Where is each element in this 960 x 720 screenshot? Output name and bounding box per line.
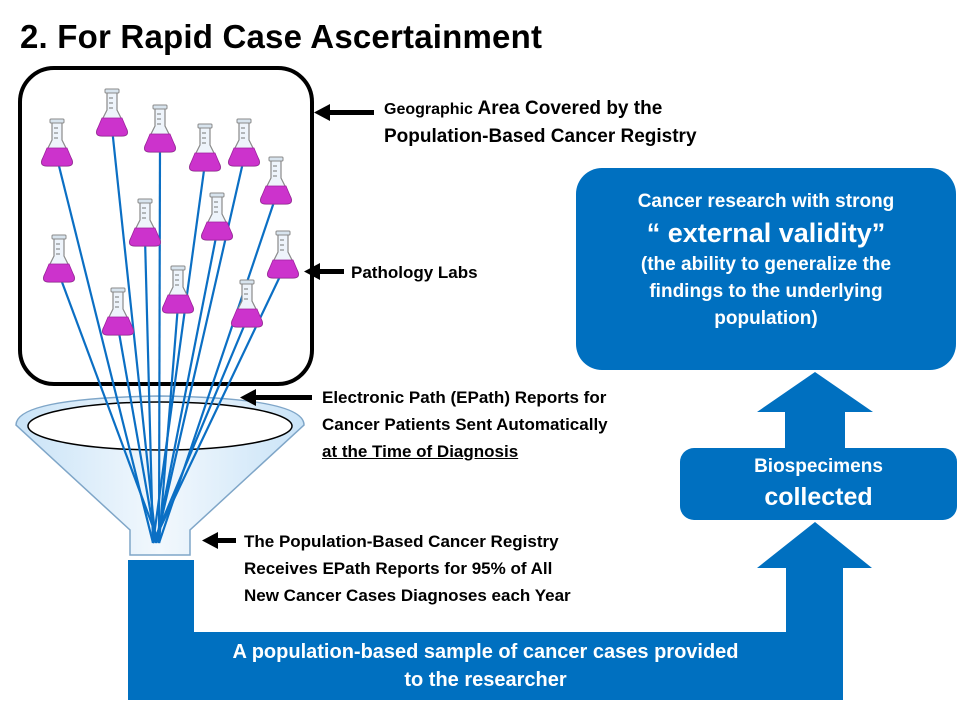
sample-line2: to the researcher: [404, 669, 567, 691]
flask-icon: [40, 118, 74, 167]
research-box: [576, 168, 956, 370]
labs-pointer: [316, 269, 344, 274]
epath-pointer: [252, 395, 312, 400]
sample-flow-arrow: [128, 522, 872, 700]
report-line: [151, 162, 207, 544]
report-line: [152, 269, 284, 544]
report-lines: [55, 127, 284, 544]
research-line2-text: “ external validity”: [646, 218, 886, 248]
pointer-arrows: [202, 104, 374, 549]
flask-icon: [128, 198, 162, 247]
registry-label: The Population-Based Cancer Registry Rec…: [244, 528, 571, 609]
flask-icon: [230, 279, 264, 328]
report-line: [116, 326, 158, 544]
epath-label: Electronic Path (EPath) Reports for Canc…: [322, 384, 608, 465]
research-line2: “ external validity”: [576, 215, 956, 251]
research-line1: Cancer research with strong: [637, 191, 895, 212]
area-label-line2: Population-Based Cancer Registry: [384, 126, 697, 147]
biospecimens-box: [680, 448, 957, 520]
flask-icon: [101, 287, 135, 336]
report-line: [157, 195, 278, 544]
research-line3: (the ability to generalize the: [640, 254, 892, 275]
flask-icon: [161, 265, 195, 314]
sample-line1: A population-based sample of cancer case…: [232, 641, 739, 663]
research-box-text: Cancer research with strong “ external v…: [576, 188, 956, 332]
registry-line2: Receives EPath Reports for 95% of All: [244, 559, 553, 578]
flask-icon: [143, 104, 177, 153]
geographic-area-box: [18, 66, 314, 386]
report-line: [57, 273, 161, 544]
flask-icon: [95, 88, 129, 137]
research-line4: findings to the underlying: [649, 281, 883, 302]
report-line: [157, 143, 162, 544]
registry-pointer: [214, 538, 236, 543]
report-line: [110, 127, 158, 544]
pathology-labs-label: Pathology Labs: [351, 263, 478, 282]
area-pointer: [326, 110, 374, 115]
report-line: [154, 231, 219, 544]
area-label-small: Geographic: [384, 101, 473, 118]
epath-line3: at the Time of Diagnosis: [322, 442, 519, 461]
registry-line1: The Population-Based Cancer Registry: [244, 532, 559, 551]
page-title: 2. For Rapid Case Ascertainment: [20, 18, 543, 55]
epath-line2: Cancer Patients Sent Automatically: [322, 415, 608, 434]
research-line5: population): [714, 308, 818, 329]
flask-icon: [188, 123, 222, 172]
biospecimens-line2: collected: [764, 483, 873, 511]
report-line: [55, 157, 155, 544]
report-line: [154, 157, 246, 544]
flask-icon: [266, 230, 300, 279]
up-arrow: [757, 372, 873, 448]
flask-icon: [259, 156, 293, 205]
pathology-lab-flasks: [40, 88, 300, 336]
area-label-rest: Area Covered by the: [477, 98, 663, 119]
registry-line3: New Cancer Cases Diagnoses each Year: [244, 586, 571, 605]
epath-line1: Electronic Path (EPath) Reports for: [322, 388, 607, 407]
flask-icon: [42, 234, 76, 283]
biospecimens-text: Biospecimens collected: [680, 454, 957, 514]
geographic-area-label: Geographic Area Covered by the Populatio…: [384, 95, 697, 150]
report-line: [157, 304, 180, 544]
flask-icon: [200, 192, 234, 241]
report-line: [151, 318, 249, 544]
flask-icon: [227, 118, 261, 167]
report-line: [143, 237, 155, 544]
sample-text: A population-based sample of cancer case…: [128, 638, 843, 694]
biospecimens-line1: Biospecimens: [754, 456, 883, 477]
